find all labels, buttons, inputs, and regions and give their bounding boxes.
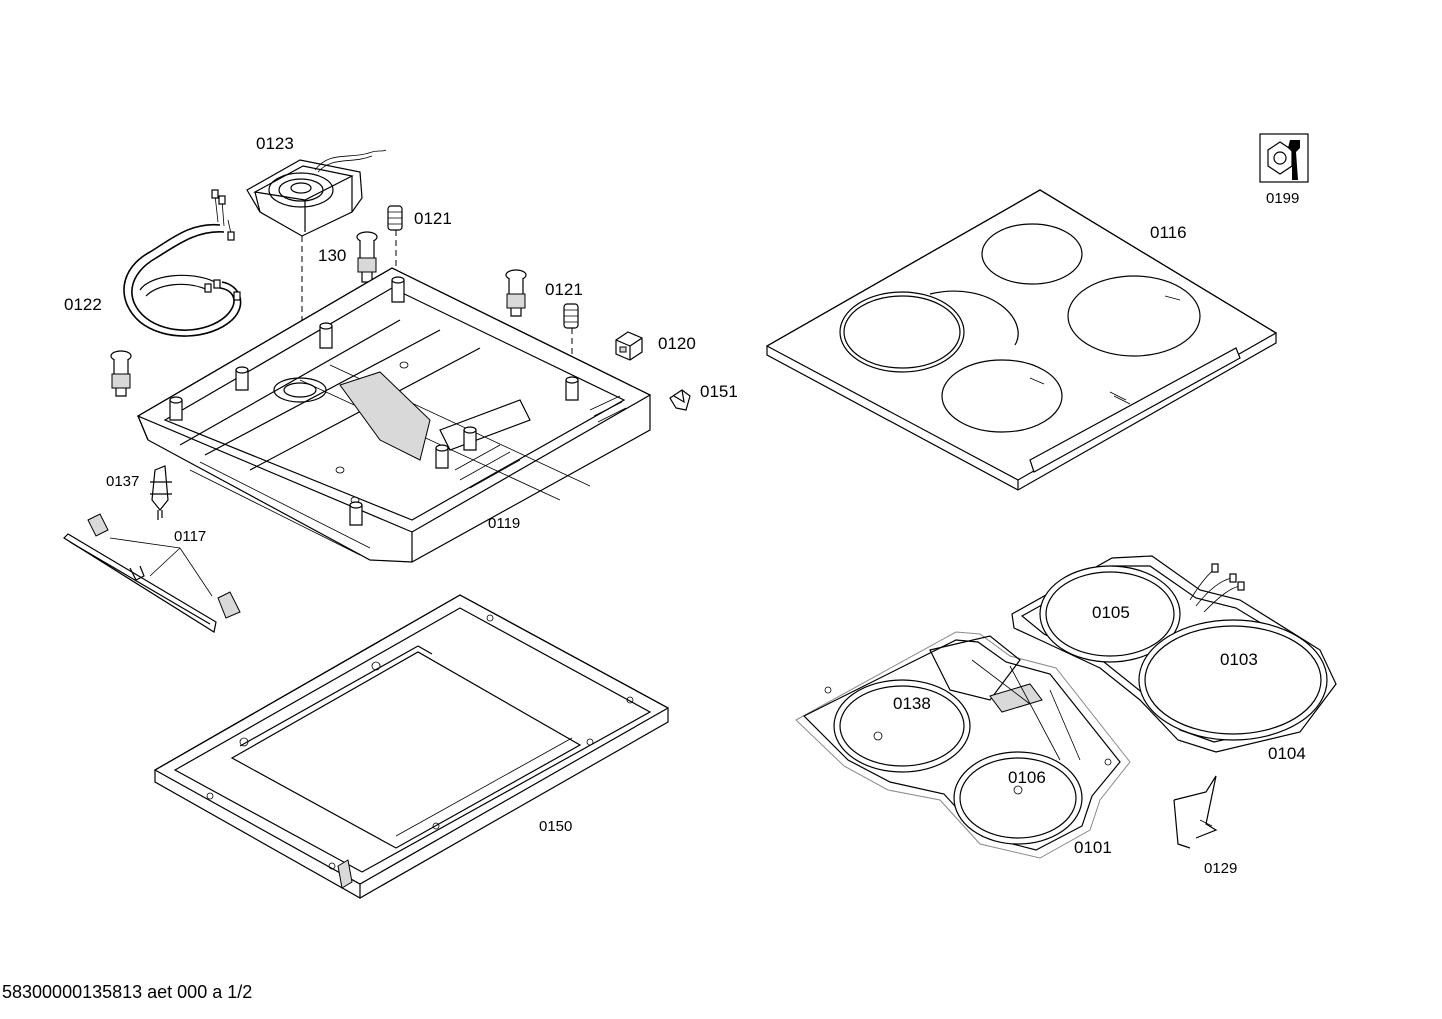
bracket-0137	[150, 465, 172, 520]
label-0105: 0105	[1092, 603, 1130, 622]
clip-0129	[1173, 775, 1218, 849]
foot-left	[110, 350, 132, 397]
coil-carrier-0104	[1011, 555, 1337, 753]
clip-0120	[615, 331, 643, 361]
wrench-nut-icon	[1259, 133, 1309, 183]
label-0117: 0117	[174, 528, 206, 545]
foot-130	[356, 231, 378, 283]
foot-right	[505, 269, 527, 317]
label-0122: 0122	[64, 295, 102, 314]
ceramic-glass-top	[765, 189, 1278, 491]
label-0150: 0150	[539, 818, 572, 835]
cable-harness	[123, 189, 242, 337]
label-0119: 0119	[488, 515, 520, 532]
label-130: 130	[318, 246, 346, 265]
clip-0151	[669, 389, 691, 411]
label-0101: 0101	[1074, 838, 1112, 857]
base-tray	[136, 267, 652, 563]
label-0106: 0106	[1008, 768, 1046, 787]
label-0137: 0137	[106, 473, 139, 490]
coil-carrier-0101	[795, 631, 1131, 859]
label-0151: 0151	[700, 382, 738, 401]
label-0129: 0129	[1204, 860, 1237, 877]
label-0104: 0104	[1268, 744, 1306, 763]
label-0138: 0138	[893, 694, 931, 713]
label-0121-upper: 0121	[414, 209, 452, 228]
label-0103: 0103	[1220, 650, 1258, 669]
label-0116: 0116	[1150, 223, 1187, 242]
mounting-rail	[63, 513, 241, 633]
spring-right	[563, 303, 579, 329]
label-0123: 0123	[256, 134, 294, 153]
label-0120: 0120	[658, 334, 696, 353]
fan-assembly	[246, 149, 387, 237]
label-0121-right: 0121	[545, 280, 583, 299]
spring-upper	[387, 205, 403, 231]
frame-0150	[153, 594, 670, 899]
document-reference: 58300000135813 aet 000 a 1/2	[2, 982, 252, 1002]
label-0199: 0199	[1266, 190, 1299, 207]
